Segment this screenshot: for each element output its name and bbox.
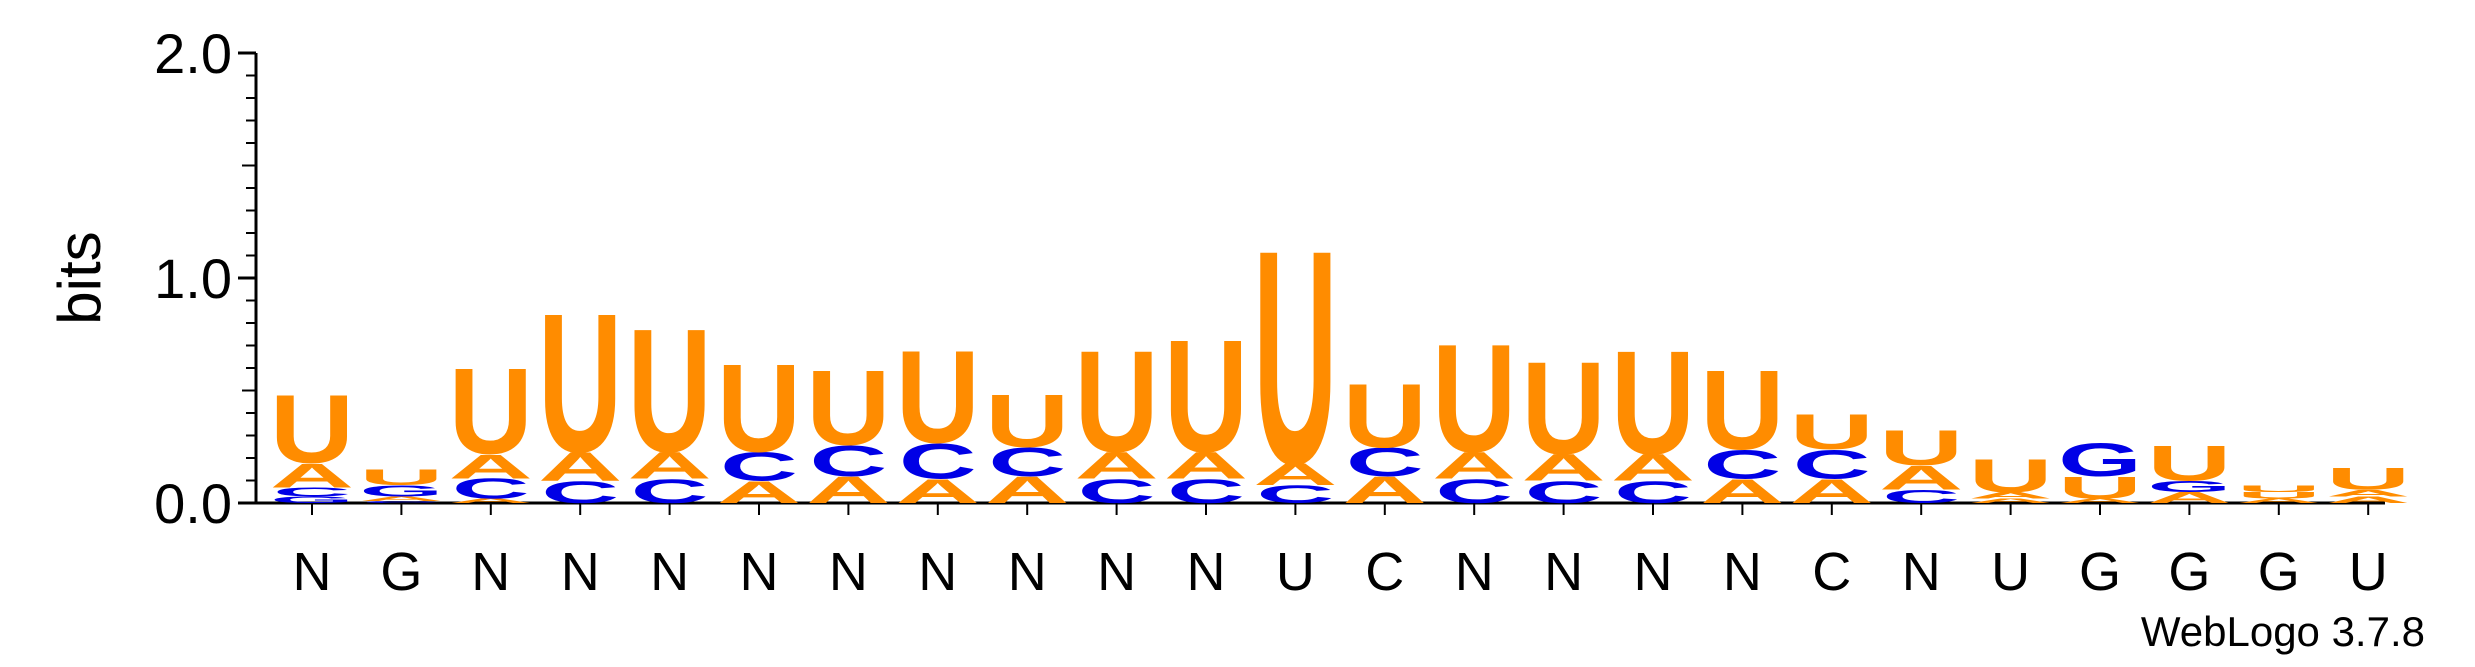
x-tick-label: N [1723, 542, 1762, 602]
y-tick-label: 1.0 [154, 247, 232, 310]
x-tick-label: N [829, 542, 868, 602]
logo-letter-g: G [2058, 433, 2142, 486]
logo-letter-a: A [538, 444, 622, 490]
x-tick-label: U [2349, 542, 2388, 602]
axes: 0.0 1.0 2.0 bits [46, 22, 2385, 535]
logo-letter-u: U [1968, 449, 2052, 502]
y-axis-label: bits [46, 231, 113, 324]
logo-letter-c: C [363, 500, 441, 504]
logo-letter-c: C [1882, 486, 1960, 507]
logo-letter-a: A [1253, 457, 1337, 492]
logo-letter-u: U [1700, 348, 1784, 474]
y-tick-label: 0.0 [154, 472, 232, 535]
logo-letter-a: A [1611, 447, 1695, 489]
logo-letter-u: U [1432, 311, 1516, 483]
logo-letter-c: C [1346, 439, 1424, 485]
x-tick-label: N [1902, 542, 1941, 602]
x-tick-label: N [293, 542, 332, 602]
logo-letter-a: A [1968, 490, 2052, 501]
logo-letter-u: U [270, 375, 354, 484]
logo-letter-u: U [2237, 490, 2321, 501]
logo-letter-u: U [2326, 462, 2410, 497]
logo-letter-a: A [1074, 445, 1158, 487]
logo-letter-u: U [1164, 306, 1248, 486]
logo-letter-a: A [2058, 497, 2142, 504]
logo-letter-u: U [1879, 420, 1963, 476]
logo-letter-u: U [1611, 321, 1695, 485]
x-tick-label: N [1634, 542, 1673, 602]
logo-letter-c: C [899, 433, 977, 489]
logo-letter-a: A [270, 456, 354, 495]
logo-letter-c: C [273, 485, 351, 499]
logo-letter-a: A [1164, 445, 1248, 487]
logo-letter-c: C [720, 444, 798, 490]
x-tick-label: N [1097, 542, 1136, 602]
logo-letter-a: A [1521, 447, 1605, 489]
logo-letter-u: U [538, 273, 622, 494]
x-tick-label: C [1812, 542, 1851, 602]
logo-letter-a: A [1879, 459, 1963, 498]
logo-letter-g: G [2148, 478, 2232, 496]
logo-letter-c: C [1793, 442, 1871, 488]
x-tick-label: U [1276, 542, 1315, 602]
logo-letter-u: U [2058, 471, 2142, 506]
y-tick-label: 2.0 [154, 22, 232, 85]
x-tick-label: G [2079, 542, 2121, 602]
x-tick-label: U [1991, 542, 2030, 602]
logo-letter-c: C [988, 439, 1066, 485]
logo-letter-u: U [359, 465, 443, 490]
logo-letter-u: U [1790, 404, 1874, 460]
logo-letter-a: A [2326, 494, 2410, 505]
x-tick-label: N [561, 542, 600, 602]
x-tick-label: N [918, 542, 957, 602]
logo-letter-a: A [627, 445, 711, 487]
logo-letter-u: U [1343, 365, 1427, 467]
logo-letter-a: A [2326, 488, 2410, 499]
x-tick-label: N [1455, 542, 1494, 602]
logo-letter-a: A [359, 495, 443, 502]
x-tick-label: N [1008, 542, 1047, 602]
logo-letter-c: C [452, 473, 530, 505]
x-tick-label: C [1365, 542, 1404, 602]
logo-letter-u: U [1074, 320, 1158, 482]
logo-letter-a: A [449, 497, 533, 504]
logo-letter-c: C [1704, 442, 1782, 488]
x-tick-label: N [1187, 542, 1226, 602]
x-tick-label: N [650, 542, 689, 602]
logo-letter-c: C [810, 437, 888, 486]
x-tick-label: G [2168, 542, 2210, 602]
logo-letter-a: A [2237, 497, 2321, 504]
logo-letter-a: A [2147, 489, 2231, 507]
logo-letter-u: U [449, 344, 533, 480]
logo-letter-u: U [806, 348, 890, 467]
logo-letter-u: U [985, 378, 1069, 462]
logo-letter-a: A [449, 447, 533, 486]
x-tick-label: N [1544, 542, 1583, 602]
x-tick-label: G [380, 542, 422, 602]
logo-letter-u: U [627, 292, 711, 489]
logo-letter-u: U [2147, 436, 2231, 492]
logo-letter-u: U [2237, 483, 2321, 494]
logo-letter-u: U [1253, 186, 1337, 527]
x-tick-label: N [740, 542, 779, 602]
logo-letter-u: U [717, 337, 801, 478]
logo-letter-a: A [1968, 497, 2052, 504]
logo-letter-g: G [270, 495, 354, 505]
logo-letter-u: U [1521, 335, 1605, 482]
logo-letter-u: U [896, 324, 980, 471]
x-tick-label: G [2258, 542, 2300, 602]
logo-letter-a: A [1432, 445, 1516, 487]
y-axis-ticks: 0.0 1.0 2.0 [154, 22, 256, 535]
weblogo-version-label: WebLogo 3.7.8 [2141, 608, 2425, 655]
x-tick-label: N [471, 542, 510, 602]
logo-letter-g: G [360, 482, 444, 500]
